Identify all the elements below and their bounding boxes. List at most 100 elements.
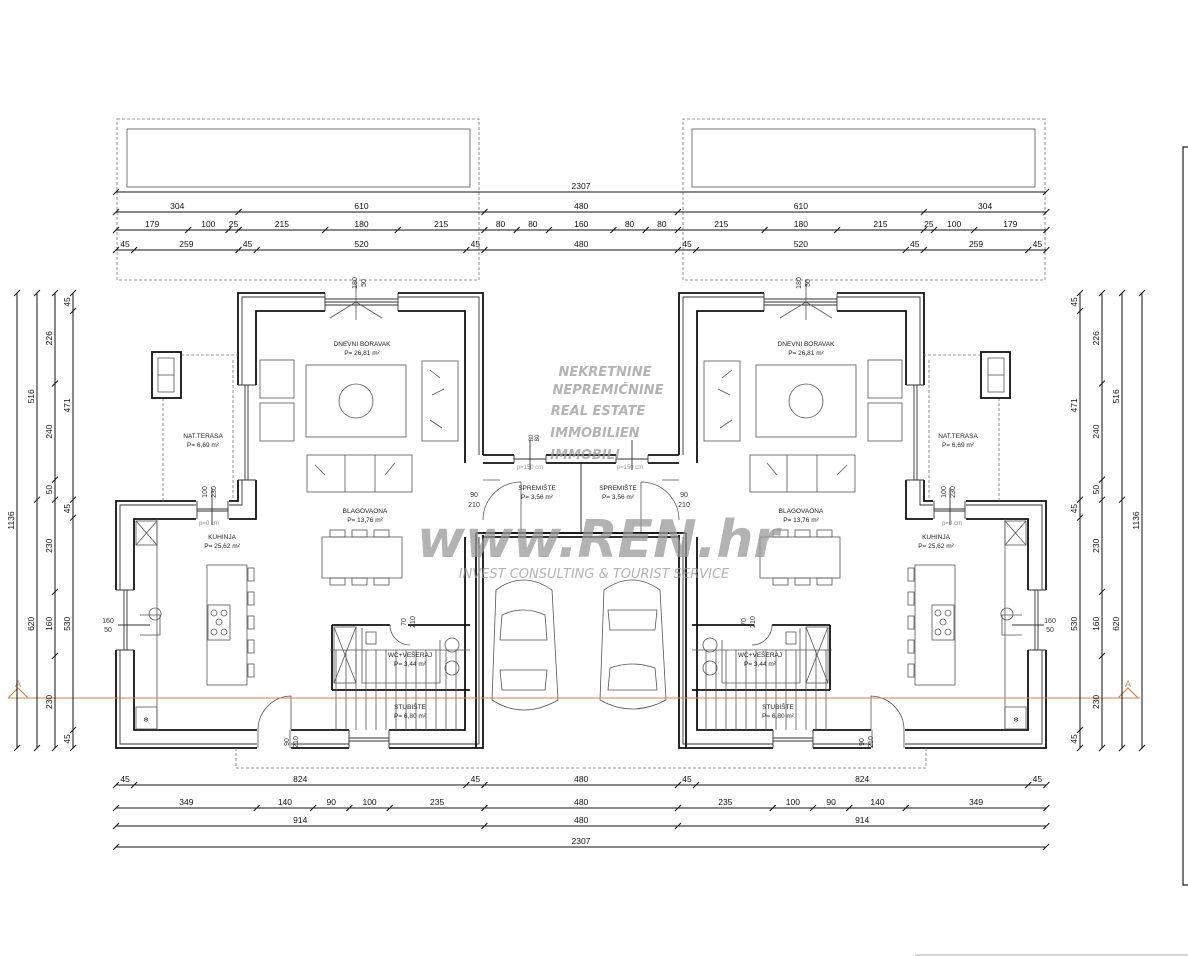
dimension-label: 230 [44,538,54,552]
dimension-label: 349 [969,797,983,807]
door-width: 70 [741,618,748,626]
dimension-tick [1042,188,1050,196]
room-name: NAT.TERASA [938,433,978,440]
dimension-tick [253,804,261,812]
dimension-label: 45 [120,774,130,784]
dimension-label: 100 [786,797,800,807]
dimension-tick [513,226,521,234]
dimension-tick [1043,781,1050,789]
dimension-label: 235 [430,797,444,807]
dimension-label: 914 [855,815,869,825]
watermark: NEKRETNINE NEPREMIČNINE REAL ESTATE IMMO… [417,365,782,582]
dimension-tick [692,781,700,789]
dimension-label: 180 [354,219,368,229]
room-labels-left: DNEVNI BORAVAK P= 26,81 m² NAT.TERASA P=… [183,341,556,720]
dimension-label: 259 [179,239,193,249]
room-name: SPREMIŠTE [518,483,556,492]
dimension-label: 240 [1091,424,1101,438]
dimension-tick [1098,496,1106,504]
dimension-tick [674,208,682,216]
dimension-label: 480 [574,774,588,784]
room-name: WC+VEŠERAJ [388,650,432,659]
dimension-tick [1043,822,1050,830]
dimension-label: 80 [528,219,538,229]
dimension-tick [1118,289,1126,297]
dimension-tick [386,804,394,812]
dimension-tick [481,804,488,812]
room-name: BLAGOVAONA [779,508,824,515]
dimension-label: 520 [794,239,808,249]
dimension-tick [902,804,910,812]
room-area: P= 6,69 m² [187,442,220,449]
dimension-tick [1043,804,1050,812]
dimension-label: 215 [434,219,448,229]
dimension-tick [674,226,682,234]
dimension-label: 304 [978,201,992,211]
door-height: 230 [950,486,957,498]
dimension-label: 2307 [572,836,591,846]
watermark-brand: www.REN.hr [417,510,782,570]
dimension-label: 100 [362,797,376,807]
dimension-tick [769,804,777,812]
dimension-tick [112,843,120,851]
dimension-tick [1076,514,1084,522]
dimension-label: 90 [327,797,337,807]
room-name: KUHINJA [208,534,236,541]
dimension-label: 160 [44,616,54,630]
dimension-tick [674,822,682,830]
dimension-tick [112,226,120,234]
dimension-label: 240 [44,424,54,438]
dimension-tick [394,226,402,234]
room-area: P= 26,81 m² [344,350,380,357]
opening-labels: 180 50 180 50 100 230 100 230 p=0 cm p=0… [102,277,1056,748]
dimension-label: 140 [278,797,292,807]
room-name: NAT.TERASA [183,433,223,440]
dimension-tick [1043,226,1050,234]
dimension-tick [481,246,488,254]
dimension-label: 480 [574,201,588,211]
room-name: STUBIŠTE [394,702,426,711]
room-area: P= 3,44 m² [394,661,427,668]
dimension-tick [1043,208,1050,216]
dimension-tick [610,226,617,234]
dimension-tick [51,652,59,660]
dimension-label: 25 [924,219,934,229]
dimension-label: 45 [62,297,72,307]
dimension-tick [481,208,488,216]
watermark-tagline: INVEST CONSULTING & TOURIST SERVICE [459,567,730,582]
dimension-tick [112,804,120,812]
dimension-tick [1138,744,1146,752]
dimension-tick [1118,744,1126,752]
dimension-label: 215 [275,219,289,229]
dimension-label: 914 [293,815,307,825]
room-area: P= 25,62 m² [204,543,240,550]
dimension-tick [692,246,700,254]
watermark-line: NEKRETNINE [558,365,651,380]
dimension-tick [1098,476,1106,483]
watermark-line: REAL ESTATE [551,404,646,419]
dimension-tick [920,226,928,234]
dimension-tick [51,476,59,483]
dimension-tick [920,246,928,254]
door-width: 100 [202,486,209,498]
dimension-tick [481,822,488,830]
dimension-tick [845,804,853,812]
dimension-label: 824 [293,774,307,784]
dimension-label: 160 [1091,616,1101,630]
dimension-label: 480 [574,815,588,825]
dimension-tick [545,226,553,234]
window-width: 160 [1044,618,1056,625]
dimension-label: 45 [471,774,481,784]
dimension-label: 140 [870,797,884,807]
dimension-label: 100 [201,219,215,229]
dimension-tick [902,246,910,254]
dimension-label: 230 [44,695,54,709]
dimension-label: 620 [26,616,36,630]
left-unit [114,118,582,769]
window-width: 180 [352,277,359,289]
section-line-a: A A [7,679,1140,699]
dimension-label: 480 [574,797,588,807]
dimension-tick [930,226,938,234]
dimension-label: 1136 [1131,511,1141,530]
dimension-tick [51,496,59,504]
